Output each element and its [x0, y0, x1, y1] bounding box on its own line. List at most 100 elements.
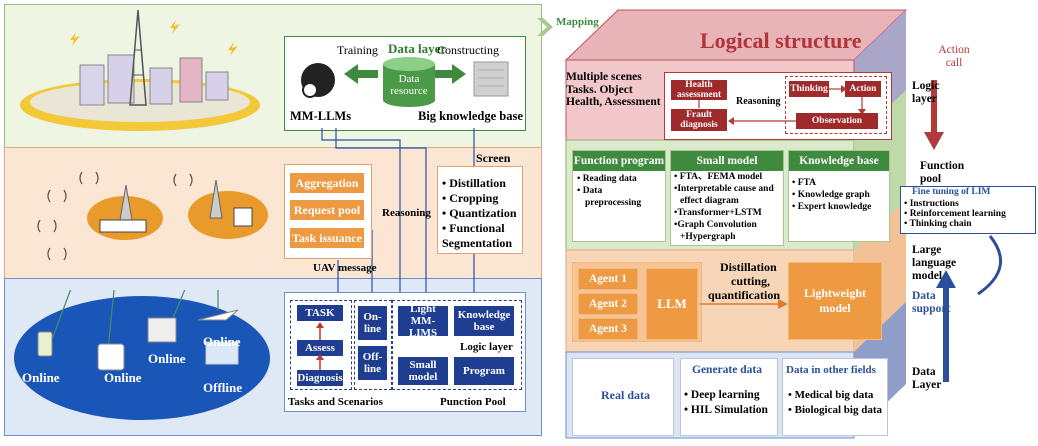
program-button[interactable]: Program [454, 357, 514, 385]
small-model-item-4: •Transformer+LSTM [674, 208, 762, 218]
big-kb-label: Big knowledge base [418, 109, 523, 123]
screen-item-3: • Quantization [442, 206, 517, 220]
tasks-caption: Tasks and Scenarios [288, 396, 383, 408]
constructing-label: Constructing [437, 43, 499, 57]
device-oval [14, 290, 270, 420]
other-item-2: • Biological big data [788, 404, 882, 416]
mapping-chevron-icon [537, 18, 553, 36]
observation-box: Observation [796, 113, 878, 129]
light-mm-lims-button[interactable]: Light MM-LIMS [398, 303, 448, 339]
logic-layer-label-left: Logic layer [460, 341, 513, 353]
agent-2-box: Agent 2 [578, 293, 638, 315]
knowledge-base-item-1: • FTA [792, 178, 816, 188]
small-model-button[interactable]: Small model [398, 357, 448, 385]
generate-data-column [680, 358, 778, 436]
fine-tuning-title: Fine tuning of LIM [912, 187, 991, 197]
logical-structure-title: Logical structure [700, 28, 862, 53]
offline-button[interactable]: Off-line [358, 346, 387, 380]
other-data-title: Data in other fields [786, 364, 876, 376]
agent-1-box: Agent 1 [578, 268, 638, 290]
data-resource-label: Data resource [390, 73, 428, 97]
distill-text-1: Distillation [720, 260, 777, 274]
task-flow-arrows [316, 322, 324, 370]
device-label-3: Online [148, 351, 186, 366]
tasks-dashed-group [290, 300, 352, 390]
uav-message-label: UAV message [313, 262, 377, 274]
database-cylinder-icon [383, 57, 435, 107]
data-layer-label-right: Data Layer [912, 366, 942, 391]
knowledge-base-button[interactable]: Knowledge base [454, 306, 514, 336]
training-label: Training [337, 43, 378, 57]
fault-diagnosis-box: Frault diagnosis [671, 109, 727, 131]
fine-item-1: • Instructions [904, 199, 959, 209]
thinking-box: Thinking [789, 81, 829, 97]
function-pool-label: Function pool [920, 160, 965, 185]
distill-text-3: quantification [708, 288, 781, 302]
online-button[interactable]: On-line [358, 306, 387, 340]
function-program-head: Function program [573, 151, 665, 171]
data-flow-icons [301, 61, 509, 98]
data-layer-title: Data layer [388, 41, 447, 56]
device-label-4: Online [203, 334, 241, 349]
data-support-label: Data support [912, 290, 951, 315]
distill-arrow [700, 299, 788, 309]
agent-3-box: Agent 3 [578, 318, 638, 340]
request-pool-button[interactable]: Request pool [290, 200, 364, 220]
other-item-1: • Medical big data [788, 389, 874, 401]
real-data-label: Real data [601, 388, 650, 402]
knowledge-base-head: Knowledge base [789, 151, 889, 171]
device-label-5: Offline [203, 380, 242, 395]
fine-item-2: • Reinforcement learning [904, 209, 1006, 219]
scenes-text: Multiple scenes Tasks. Object Health, As… [566, 71, 661, 108]
action-call-label: Action call [938, 44, 970, 69]
screen-item-1: • Distillation [442, 176, 506, 190]
function-program-column: Function program [572, 150, 666, 242]
aggregation-button[interactable]: Aggregation [290, 173, 364, 193]
edge-islands [37, 171, 268, 261]
knowledge-base-item-3: • Expert knowledge [792, 202, 872, 212]
real-data-column [572, 358, 674, 436]
small-model-item-1: • FTA、FEMA model [674, 172, 763, 182]
online-offline-dashed-group [354, 300, 392, 390]
task-button[interactable]: TASK [297, 305, 343, 321]
small-model-item-3: effect diagram [680, 196, 739, 206]
small-model-column: Small model [670, 150, 784, 246]
small-model-item-2: •Interpretable cause and [674, 184, 774, 194]
mm-llms-label: MM-LLMs [290, 109, 352, 123]
knowledge-base-column: Knowledge base [788, 150, 890, 242]
logic-layer-label-right: Logic layer [912, 80, 940, 105]
large-model-label: Large language model [912, 244, 957, 282]
llm-box: LLM [646, 268, 698, 340]
function-program-item-3: preprocessing [585, 198, 642, 208]
fine-tuning-box [900, 186, 1036, 234]
knowledge-base-item-2: • Knowledge graph [792, 190, 870, 200]
agent-loop-dashed [785, 76, 887, 134]
mapping-label: Mapping [556, 16, 599, 28]
lightweight-model-box: Lightweight model [788, 262, 882, 340]
generate-item-1: • Deep learning [684, 389, 760, 401]
small-model-item-6: +Hypergraph [680, 232, 736, 242]
reasoning-arrows [698, 85, 866, 125]
pool-caption: Punction Pool [440, 396, 506, 408]
device-label-2: Online [104, 370, 142, 385]
reasoning-label-right: Reasoning [736, 96, 781, 107]
diagnosis-button[interactable]: Diagnosis [297, 370, 343, 386]
fine-item-3: • Thinking chain [904, 219, 972, 229]
city-tower-illustration [20, 10, 260, 131]
model-dashed-group [392, 300, 522, 390]
task-issuance-button[interactable]: Task issuance [290, 228, 364, 248]
other-data-column [782, 358, 888, 436]
screen-label: Screen [476, 151, 511, 165]
function-program-item-2: • Data [577, 186, 603, 196]
screen-item-4: • Functional [442, 221, 505, 235]
assess-button[interactable]: Assess [297, 340, 343, 356]
small-model-item-5: •Graph Convolution [674, 220, 757, 230]
small-model-head: Small model [671, 151, 783, 171]
screen-box [437, 166, 523, 254]
reasoning-label-left: Reasoning [382, 207, 431, 219]
screen-item-5: Segmentation [442, 236, 512, 250]
action-box: Action [845, 81, 881, 97]
device-label-1: Online [22, 370, 60, 385]
generate-data-title: Generate data [692, 364, 762, 376]
health-assessment-box: Health assessment [671, 80, 727, 100]
